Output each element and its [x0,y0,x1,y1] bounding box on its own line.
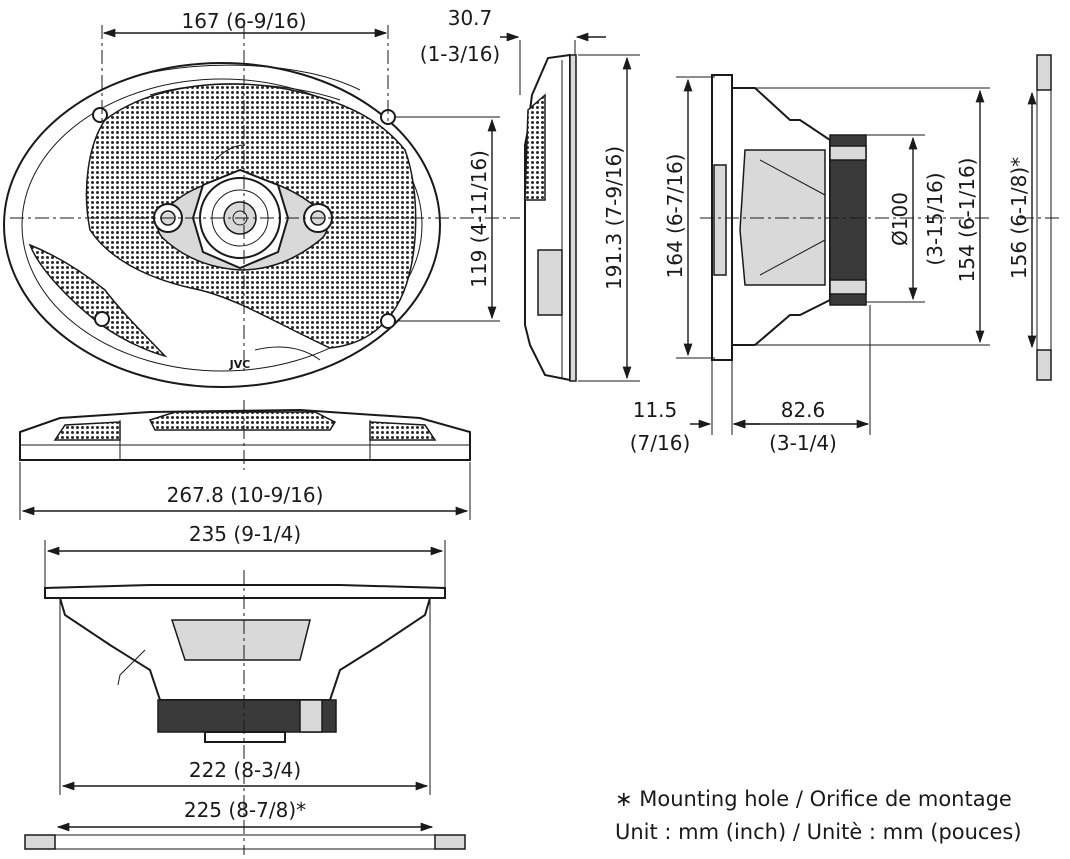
dim-cutout-height-label: 154 (6-1/16) [955,158,979,283]
dim-cutout-height: 154 (6-1/16) [755,87,990,346]
dim-mount-hole-width-label: 225 (8-7/8)* [184,798,306,822]
front-view: JVC [3,25,520,388]
dim-flange-width: 235 (9-1/4) [44,522,446,590]
dim-top-width: 167 (6-9/16) [102,9,388,38]
dim-cutout-width: 222 (8-3/4) [59,600,431,795]
dim-basket-height-label: 164 (6-7/16) [663,154,687,279]
dim-magnet-diameter-inch: (3-15/16) [923,172,947,265]
dim-grille-depth: 30.7 (1-3/16) [420,6,606,95]
dim-depths: 11.5 (7/16) 82.6 (3-1/4) [630,305,871,455]
dim-overall-width-label: 267.8 (10-9/16) [167,483,324,507]
dim-magnet-diameter-mm: Ø100 [888,192,912,246]
dim-overall-height-label: 191.3 (7-9/16) [602,146,626,290]
top-view [19,400,471,470]
dim-overall-height: 191.3 (7-9/16) [578,54,640,382]
side-view [524,53,577,382]
dim-mount-hole-height-label: 156 (6-1/8)* [1007,157,1031,279]
mounting-panel-side: 156 (6-1/8)* [1007,54,1060,381]
dim-mount-hole-width: 225 (8-7/8)* [24,798,466,850]
dim-cutout-width-label: 222 (8-3/4) [189,758,301,782]
dim-overall-width: 267.8 (10-9/16) [19,462,471,520]
dim-basket-height: 164 (6-7/16) [663,76,715,359]
dim-grille-depth-inch: (1-3/16) [420,42,500,66]
depth-view [700,74,990,361]
dim-flange-width-label: 235 (9-1/4) [189,522,301,546]
dim-mount-depth-inch: (3-1/4) [769,431,837,455]
front-brand-label: JVC [229,358,251,371]
legend-notes: ∗ Mounting hole / Orifice de montage Uni… [615,787,1022,844]
bottom-view [44,570,446,855]
dim-mount-depth-mm: 82.6 [781,398,826,422]
dim-grille-depth-mm: 30.7 [448,6,493,30]
note-unit: Unit : mm (inch) / Unitè : mm (pouces) [615,820,1022,844]
dim-flange-depth-mm: 11.5 [633,398,678,422]
dim-flange-depth-inch: (7/16) [630,431,691,455]
dim-hole-spacing: 119 (4-11/16) [394,116,500,322]
dim-hole-spacing-label: 119 (4-11/16) [467,150,491,288]
note-mounting-hole: ∗ Mounting hole / Orifice de montage [615,787,1012,811]
dim-top-width-label: 167 (6-9/16) [181,9,306,33]
dim-magnet-diameter: Ø100 (3-15/16) [866,134,947,303]
